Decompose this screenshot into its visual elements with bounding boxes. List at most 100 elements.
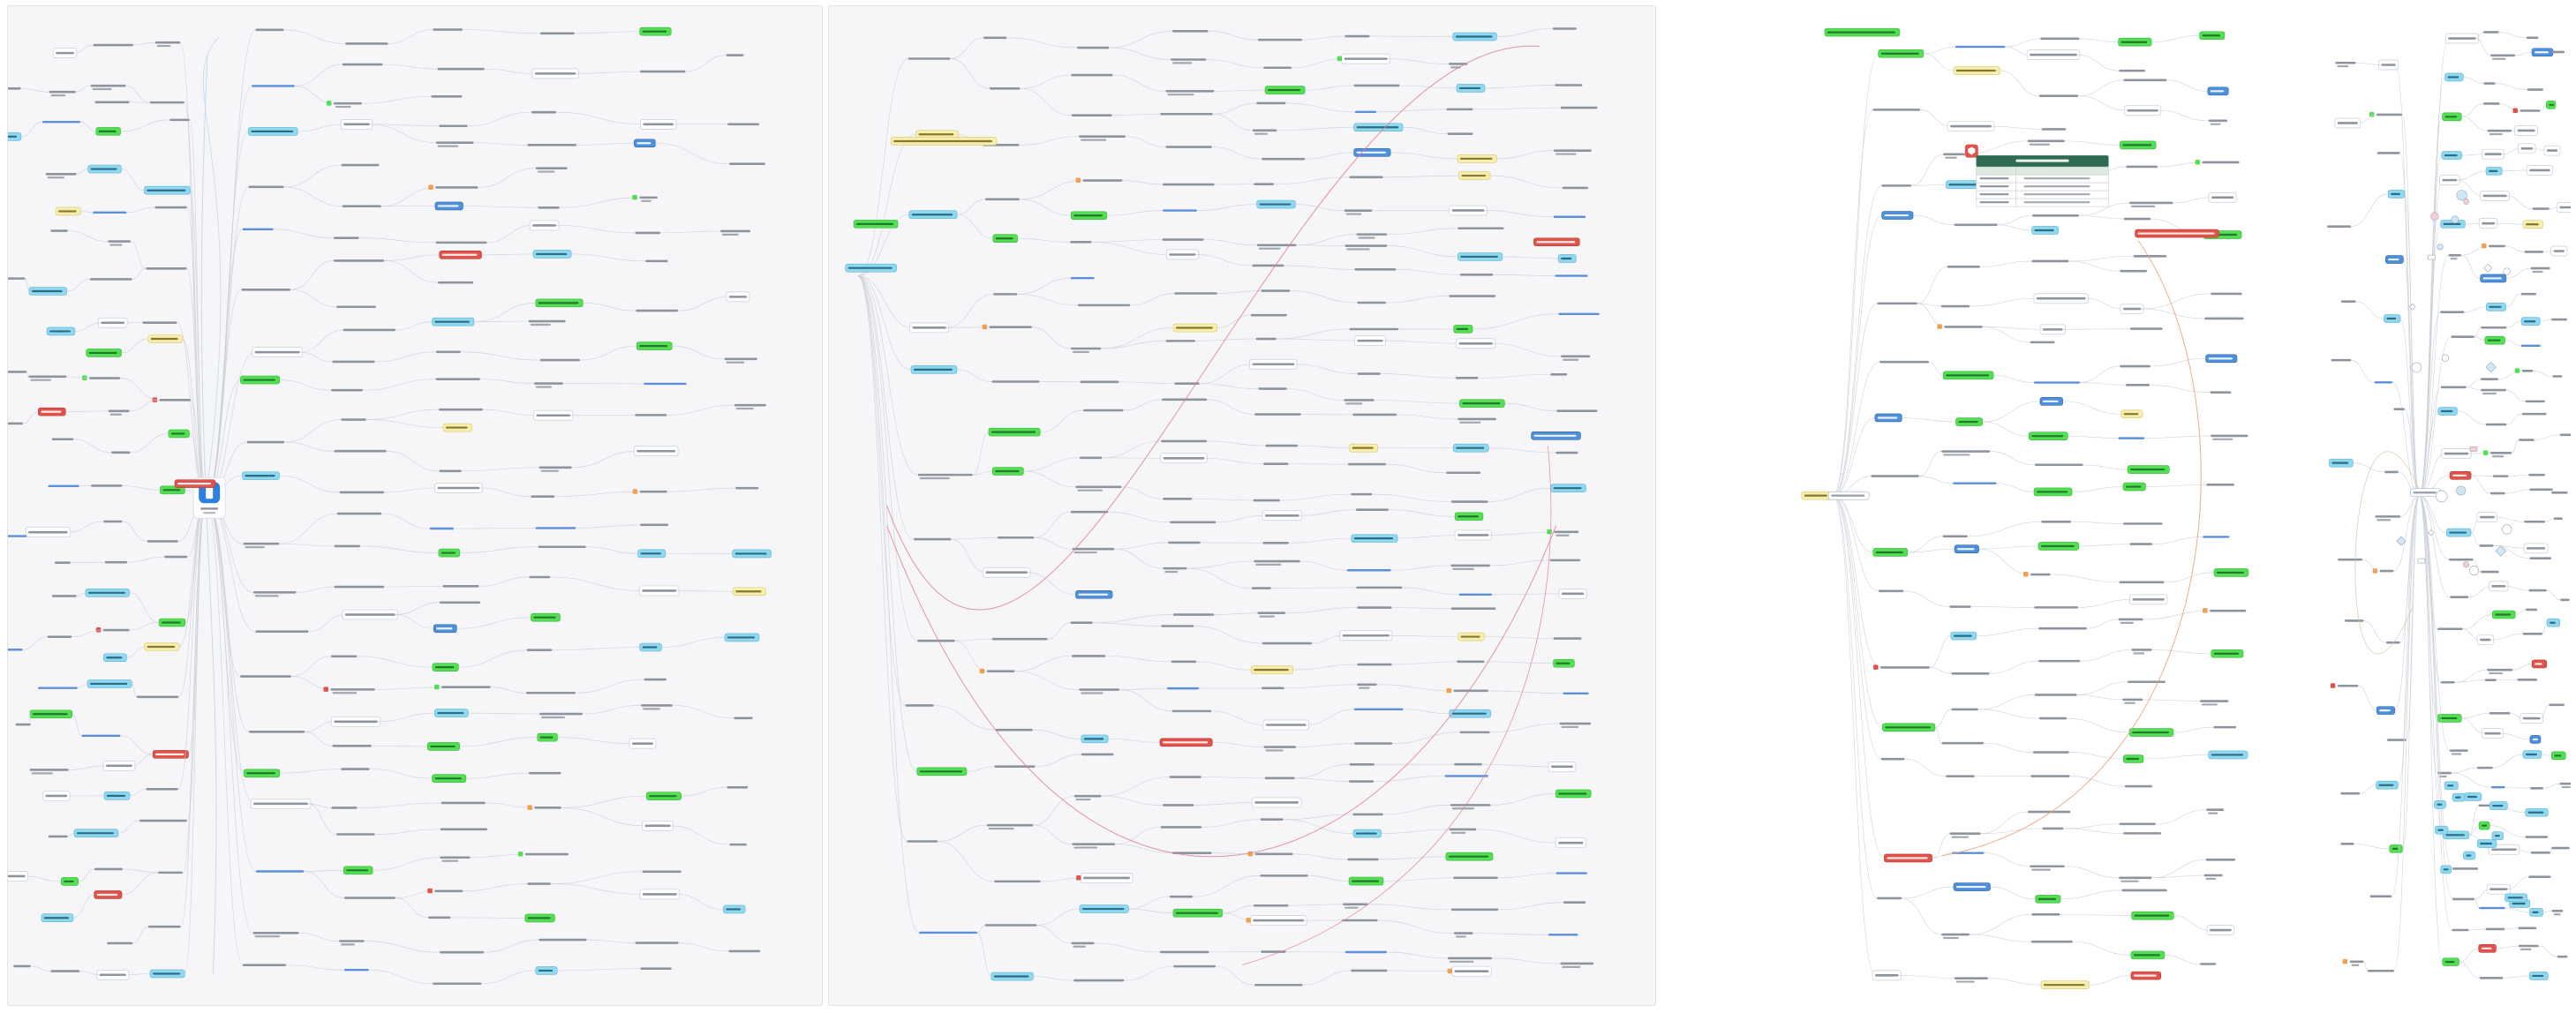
chip-text-bar	[1456, 327, 1469, 330]
map-edge	[74, 322, 102, 332]
map-node	[539, 358, 581, 362]
chip-text-bar	[1455, 35, 1493, 38]
map-node-link[interactable]	[343, 969, 369, 972]
map-node	[2384, 470, 2399, 474]
map-node-link[interactable]	[1553, 215, 1586, 218]
mindmap-far-right[interactable]	[2285, 5, 2571, 1006]
map-node-line2	[2482, 392, 2497, 395]
map-node	[1075, 485, 1122, 489]
map-edge	[1484, 210, 1554, 218]
map-edge	[2089, 975, 2131, 986]
map-node-link[interactable]	[1346, 569, 1391, 572]
map-node	[2381, 64, 2396, 66]
map-node-link[interactable]	[1955, 45, 2006, 49]
map-node-link[interactable]	[81, 734, 121, 738]
map-node-link[interactable]	[1458, 593, 1493, 597]
map-node	[642, 870, 682, 874]
map-edge	[1389, 634, 1458, 637]
map-node-link[interactable]	[1344, 950, 1387, 954]
map-node-link[interactable]	[429, 527, 454, 530]
map-node	[1872, 109, 1921, 111]
map-node-link[interactable]	[1558, 312, 1600, 316]
mindmap-left[interactable]	[7, 5, 823, 1006]
map-edge	[1276, 338, 1358, 341]
chip-text-bar	[1162, 741, 1209, 744]
map-node-link[interactable]	[1548, 934, 1578, 936]
map-edge	[1489, 723, 1560, 733]
map-node-link[interactable]	[242, 228, 274, 231]
map-edge	[2050, 574, 2120, 583]
map-node-link[interactable]	[1953, 482, 1997, 484]
map-node-link[interactable]	[2374, 381, 2392, 384]
chip-text-bar	[2379, 709, 2391, 712]
map-node-line2	[2337, 65, 2349, 68]
map-node	[2121, 889, 2167, 892]
map-node-link[interactable]	[644, 382, 687, 386]
map-edge	[1047, 622, 1071, 640]
map-node	[2338, 558, 2363, 561]
map-node-link[interactable]	[1555, 872, 1587, 874]
map-node	[1451, 209, 1485, 212]
map-node-link[interactable]	[1070, 276, 1095, 280]
map-node-link[interactable]	[1563, 692, 1589, 694]
map-node-link[interactable]	[2203, 536, 2230, 538]
map-node	[2479, 515, 2495, 519]
map-node-link[interactable]	[93, 211, 127, 214]
mindmap-middle[interactable]	[828, 5, 1656, 1006]
chip-text-bar	[2126, 485, 2142, 488]
map-node	[108, 240, 132, 243]
map-edge	[30, 965, 51, 972]
map-edge	[1290, 290, 1358, 304]
map-node-link[interactable]	[1444, 775, 1488, 777]
map-edge	[1283, 814, 1353, 821]
map-node-link[interactable]	[2033, 381, 2081, 384]
map-edge	[1492, 342, 1562, 357]
map-edge	[1387, 228, 1458, 236]
map-node-link[interactable]	[255, 870, 305, 873]
map-node	[2517, 129, 2535, 132]
map-node-link[interactable]	[1555, 274, 1588, 277]
map-node-link[interactable]	[48, 484, 79, 487]
map-node-link[interactable]	[1354, 110, 1377, 114]
chip-text-bar	[1880, 52, 1919, 55]
map-node-link[interactable]	[2490, 785, 2505, 789]
map-edge	[2503, 975, 2530, 979]
map-edge	[2542, 622, 2548, 634]
map-node-link[interactable]	[252, 85, 295, 87]
map-node-link[interactable]	[38, 687, 78, 689]
map-node-link[interactable]	[2520, 344, 2541, 348]
map-node-link[interactable]	[2118, 437, 2145, 439]
map-edge	[1017, 277, 1071, 295]
map-node	[1459, 731, 1490, 734]
map-edge	[2151, 874, 2204, 879]
map-node-line2	[156, 44, 171, 48]
map-node-link[interactable]	[8, 535, 27, 537]
map-node	[439, 601, 481, 604]
map-node	[1951, 708, 1978, 711]
map-node-link[interactable]	[41, 121, 80, 124]
map-node	[1357, 683, 1377, 687]
map-node-link[interactable]	[1167, 687, 1200, 690]
map-node-line2	[1077, 489, 1103, 491]
map-node-link[interactable]	[8, 649, 23, 651]
map-node	[2522, 632, 2542, 635]
map-node-link[interactable]	[919, 931, 977, 934]
map-node-link[interactable]	[2479, 906, 2505, 910]
chip-text-bar	[1536, 241, 1576, 244]
chip-text-bar	[1533, 434, 1577, 437]
map-node-link[interactable]	[1163, 209, 1197, 212]
map-edge	[2149, 385, 2211, 394]
map-node	[2529, 557, 2552, 559]
map-edge	[1216, 514, 1265, 523]
map-edge	[1918, 476, 1954, 484]
map-node-link[interactable]	[535, 527, 576, 529]
mindmap-right[interactable]	[1661, 5, 2285, 1006]
map-node	[2528, 875, 2551, 879]
map-node	[1446, 108, 1473, 111]
map-node	[728, 949, 761, 953]
map-edge	[2542, 911, 2552, 913]
map-node-link[interactable]	[1353, 708, 1404, 710]
map-node	[1457, 534, 1489, 537]
flow-circle-shape	[2502, 524, 2512, 535]
map-node	[147, 925, 181, 928]
